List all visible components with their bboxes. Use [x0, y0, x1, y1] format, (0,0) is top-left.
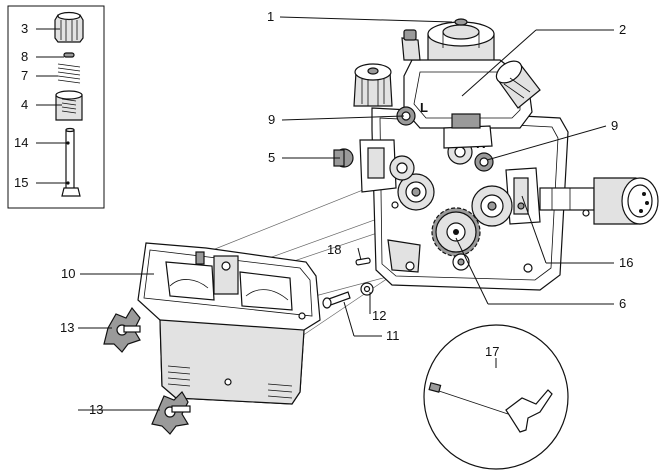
- callout-4: 4: [21, 97, 28, 112]
- callout-15: 15: [14, 175, 28, 190]
- callout-17: 17: [485, 344, 499, 359]
- tool-17-detail: [423, 324, 569, 470]
- callout-10: 10: [61, 266, 75, 281]
- washer-12-part: [360, 282, 374, 296]
- knob-part: [54, 11, 84, 43]
- small-pin-part: [63, 52, 75, 58]
- callout-16: 16: [619, 255, 633, 270]
- inset-pressure-parts: [7, 5, 105, 209]
- shaft-foot-part: [61, 187, 81, 197]
- callout-1: 1: [267, 9, 274, 24]
- callout-3: 3: [21, 21, 28, 36]
- callout-leaders: [78, 16, 614, 411]
- callout-2: 2: [619, 22, 626, 37]
- spring-part: [57, 63, 81, 84]
- callout-13-lower: 13: [89, 402, 103, 417]
- shaft-part: [65, 127, 75, 191]
- callout-12: 12: [372, 308, 386, 323]
- torch-connector-part: [539, 177, 659, 225]
- callout-8: 8: [21, 49, 28, 64]
- pin-18-part: [355, 257, 371, 266]
- callout-9-right: 9: [611, 118, 618, 133]
- adjust-screw-left: [396, 106, 416, 126]
- spring-housing-part: [55, 90, 83, 121]
- callout-11: 11: [386, 328, 400, 343]
- callout-9-left: 9: [268, 112, 275, 127]
- left-mark: L: [420, 100, 428, 115]
- callout-14: 14: [14, 135, 28, 150]
- drive-gear-part: [431, 207, 481, 257]
- adjust-screw-right: [474, 152, 494, 172]
- callout-18: 18: [327, 242, 341, 257]
- star-knob-upper: [103, 306, 141, 353]
- screw-11-part: [322, 291, 351, 309]
- drive-roll-right: [471, 185, 513, 227]
- star-knob-lower: [151, 391, 191, 435]
- callout-6: 6: [619, 296, 626, 311]
- callout-5: 5: [268, 150, 275, 165]
- callout-7: 7: [21, 68, 28, 83]
- cover-plate-part: [137, 242, 321, 405]
- upper-gear-left: [389, 155, 415, 181]
- callout-13-upper: 13: [60, 320, 74, 335]
- wire-inlet-part: [333, 139, 397, 193]
- wire-feed-unit: L R: [333, 18, 659, 291]
- pressure-knob-right: [495, 60, 541, 109]
- wire-outlet-bracket-part: [505, 167, 541, 225]
- pressure-knob-left: [353, 63, 393, 107]
- drive-roll-left: [397, 173, 435, 211]
- bottom-nut-part: [452, 253, 470, 271]
- callout-labels: 3 8 7 4 14 15 1 2 9 9 5 16 6 10 13 13 18…: [14, 9, 633, 417]
